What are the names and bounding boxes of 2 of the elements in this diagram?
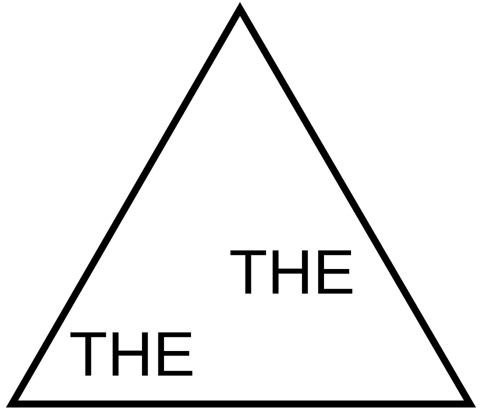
triangle-label: THE: [230, 250, 352, 294]
triangle-label: THE: [70, 332, 192, 376]
